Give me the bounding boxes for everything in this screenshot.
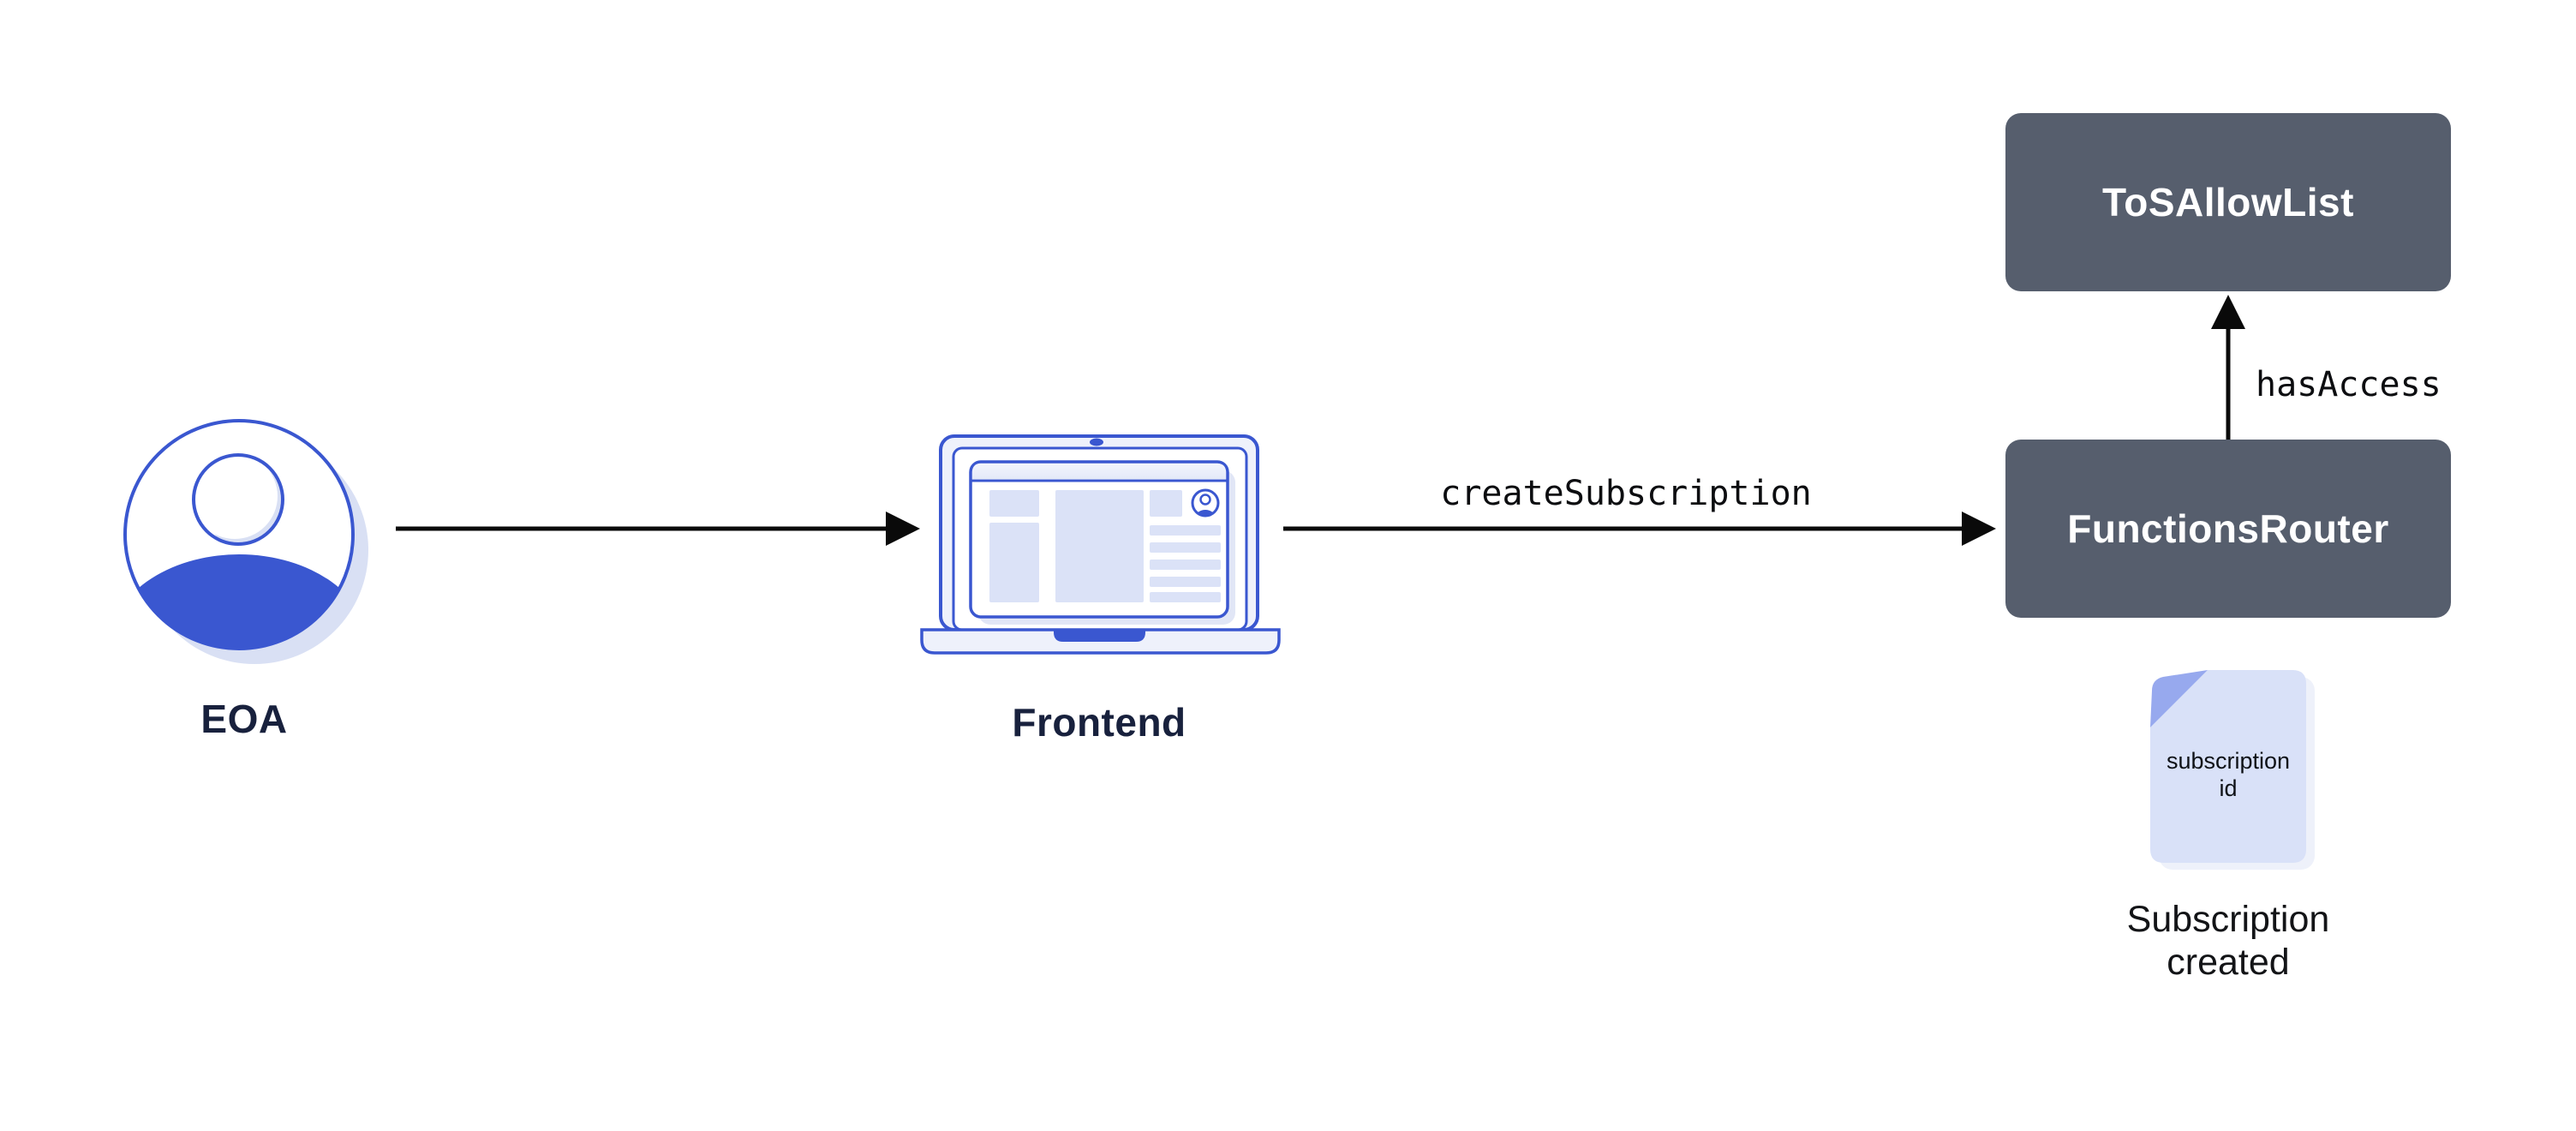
subscription-id-doc-text: subscription id <box>2143 747 2314 802</box>
tosallowlist-box: ToSAllowList <box>2005 113 2451 291</box>
createsubscription-edge-label: createSubscription <box>1440 474 1812 513</box>
arrow-functionsrouter-to-tosallowlist <box>2211 295 2245 440</box>
hasaccess-edge-label: hasAccess <box>2256 365 2442 404</box>
functionsrouter-label: FunctionsRouter <box>2067 506 2389 551</box>
eoa-label: EOA <box>200 697 288 741</box>
document-icon <box>2150 670 2315 870</box>
subscription-created-caption: Subscription created <box>2100 898 2357 984</box>
doc-text-line2: id <box>2219 775 2238 801</box>
laptop-icon <box>920 434 1281 655</box>
functionsrouter-box: FunctionsRouter <box>2005 440 2451 618</box>
frontend-label: Frontend <box>1012 700 1186 745</box>
doc-text-line1: subscription <box>2166 748 2291 774</box>
arrow-frontend-to-functionsrouter <box>1283 512 1996 546</box>
caption-line2: created <box>2167 942 2290 983</box>
user-avatar-icon <box>123 419 368 664</box>
tosallowlist-label: ToSAllowList <box>2102 180 2354 224</box>
caption-line1: Subscription <box>2126 899 2330 940</box>
arrow-eoa-to-frontend <box>396 512 920 546</box>
